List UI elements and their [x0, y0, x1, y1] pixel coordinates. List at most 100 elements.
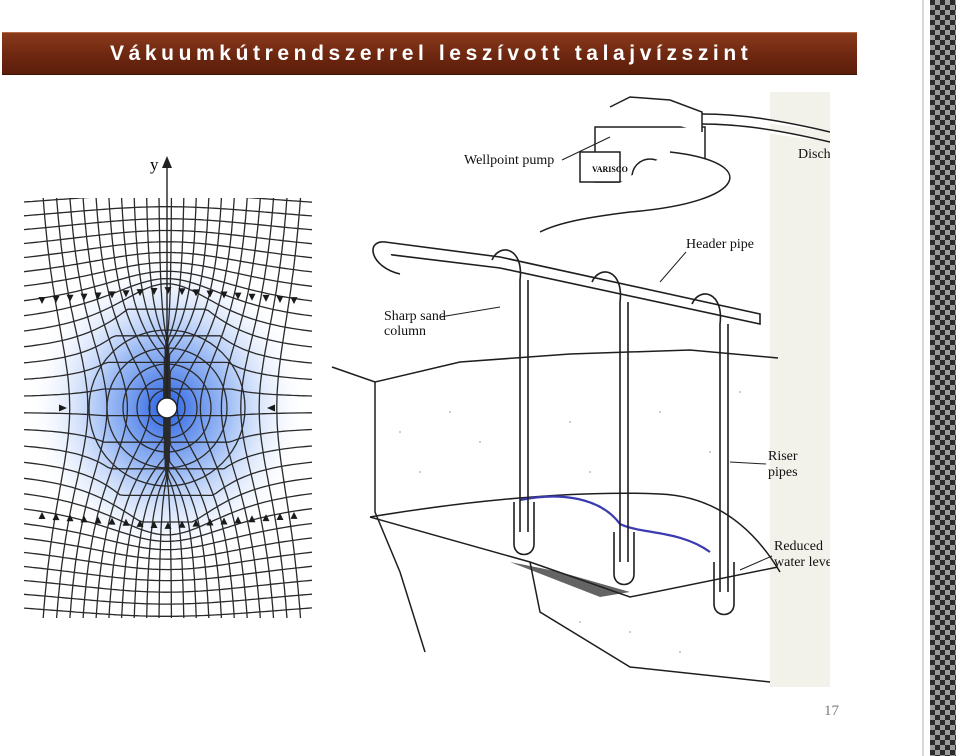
flow-net-equipotential [24, 229, 313, 245]
flow-direction-arrow [192, 289, 200, 297]
flow-direction-arrow [164, 521, 172, 529]
flow-net-equipotential [24, 579, 313, 593]
wellpoint-tip [513, 502, 535, 556]
flow-direction-arrow [164, 287, 172, 295]
flow-net-equipotential [24, 361, 313, 381]
flow-direction-arrow [66, 514, 74, 522]
flow-net-equipotential [24, 335, 313, 364]
slide-title-bar: Vákuumkútrendszerrel leszívott talajvízs… [2, 32, 857, 75]
flow-net-equipotential [24, 182, 312, 189]
flow-net-equipotential [24, 492, 313, 536]
flow-direction-arrow [122, 290, 130, 298]
flow-net-equipotential [24, 261, 313, 287]
water-level-label-2: water level [774, 555, 830, 570]
flow-direction-arrow [192, 519, 200, 527]
riser-pipes-label-2: pipes [768, 465, 798, 480]
flow-direction-arrow [234, 516, 242, 524]
flow-direction-arrow [108, 517, 116, 525]
flow-direction-arrow [206, 518, 214, 526]
wellpoint-tip [613, 532, 635, 586]
flow-net-equipotential [24, 551, 313, 571]
flow-direction-arrow [52, 513, 60, 521]
riser-pipe [491, 249, 529, 532]
well-point-hole [156, 397, 178, 419]
flow-net-equipotential [24, 308, 313, 348]
flow-direction-arrow [136, 519, 144, 527]
flow-net-equipotential [24, 283, 313, 332]
flow-net-streamline [220, 198, 261, 618]
flow-direction-arrow [248, 293, 256, 301]
wellpoint-pump [539, 96, 830, 233]
flow-net-streamline [199, 198, 248, 618]
flow-net-equipotential [24, 522, 313, 551]
flow-direction-arrow [94, 292, 102, 300]
flow-direction-arrow [290, 297, 298, 305]
flow-net-equipotential [24, 461, 313, 497]
flow-direction-arrow [290, 511, 298, 519]
side-divider-line [922, 0, 924, 756]
flow-direction-arrow [59, 404, 67, 412]
pump-label: Wellpoint pump [464, 153, 554, 168]
flow-net-equipotential [24, 428, 313, 443]
pump-brand-label: VARISCO [592, 165, 628, 174]
flow-direction-arrow [38, 512, 46, 519]
slide-title: Vákuumkútrendszerrel leszívott talajvízs… [110, 41, 753, 65]
flow-direction-arrow [94, 516, 102, 524]
flow-direction-arrow [38, 297, 46, 304]
flow-direction-arrow [150, 288, 158, 296]
flow-direction-arrow [220, 291, 228, 299]
wellpoint-system-diagram: VARISCO Wellpoint pump Disch Header pipe… [330, 92, 830, 687]
flow-net-equipotential [24, 508, 313, 543]
sand-column-label-1: Sharp sand [384, 309, 446, 324]
flow-direction-arrow [276, 296, 284, 304]
flow-direction-arrow [178, 288, 186, 296]
flow-direction-arrow [220, 517, 228, 525]
flow-net-equipotential [24, 206, 313, 217]
flow-net-equipotential [24, 607, 313, 617]
flow-direction-arrow [108, 291, 116, 299]
discharge-label: Disch [798, 147, 830, 162]
riser-pipe [591, 271, 629, 562]
flow-direction-arrow [80, 293, 88, 301]
water-level-label-1: Reduced [774, 539, 823, 554]
flow-net-equipotential [24, 241, 313, 259]
flow-direction-arrow [178, 520, 186, 528]
flow-net-diagram: y [24, 155, 313, 618]
flow-direction-arrow [206, 290, 214, 298]
flow-direction-arrow [248, 515, 256, 523]
wellpoint-tip [713, 562, 735, 616]
flow-direction-arrow [234, 292, 242, 300]
header-pipe-label: Header pipe [686, 237, 754, 252]
flow-direction-arrow [262, 294, 270, 302]
flow-net-equipotential [24, 445, 313, 470]
flow-net-streamline [276, 198, 302, 618]
riser-pipe [691, 293, 729, 592]
flow-net-streamline [82, 198, 129, 618]
flow-net-equipotential [24, 251, 313, 273]
flow-net-equipotential [24, 198, 313, 203]
flow-net-equipotential [24, 537, 313, 560]
flow-net-streamline [95, 198, 151, 618]
sand-column-label-2: column [384, 324, 426, 339]
flow-net-equipotential [24, 277, 313, 317]
decorative-side-strip [930, 0, 956, 756]
flow-direction-arrow [150, 520, 158, 528]
flow-net-equipotential [24, 593, 313, 605]
page-number: 17 [824, 703, 839, 719]
flow-net-equipotential [24, 218, 313, 231]
flow-direction-arrow [66, 294, 74, 302]
flow-net-equipotential [24, 388, 313, 397]
flow-direction-arrow [262, 514, 270, 522]
flow-direction-arrow [80, 515, 88, 523]
y-axis-label: y [150, 155, 159, 174]
flow-direction-arrow [276, 512, 284, 520]
flow-direction-arrow [267, 404, 275, 412]
flow-net-equipotential [24, 565, 313, 582]
flow-net-equipotential [24, 270, 313, 302]
flow-net-streamline [55, 198, 89, 618]
flow-direction-arrow [136, 289, 144, 297]
flow-direction-arrow [122, 518, 130, 526]
flow-net-streamline [240, 198, 275, 618]
riser-pipes-label-1: Riser [768, 449, 798, 464]
flow-direction-arrow [52, 295, 60, 303]
